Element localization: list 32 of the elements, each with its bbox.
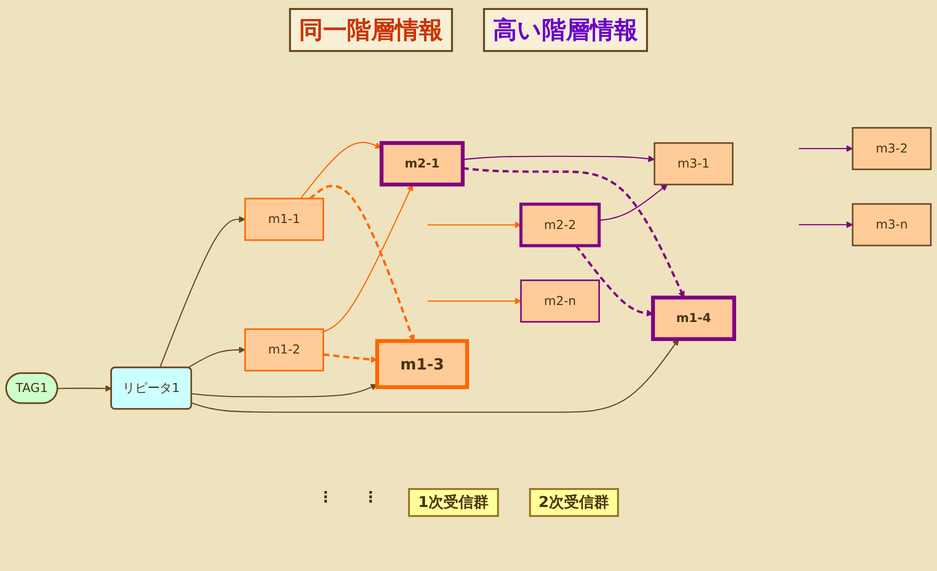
arrow	[159, 216, 246, 368]
ellipsis-mark: ⋮	[318, 488, 334, 508]
arrow	[428, 298, 522, 304]
arrow	[191, 338, 679, 413]
arrow	[462, 155, 655, 162]
group-label: 2次受信群	[528, 488, 619, 517]
node-box: m2-2	[519, 202, 601, 248]
arrow	[323, 184, 414, 332]
node-box: m1-2	[244, 328, 324, 372]
group-label: 1次受信群	[408, 488, 498, 517]
node-box: m3-1	[654, 142, 734, 186]
node-box: m2-n	[520, 280, 600, 323]
node-box: m1-4	[651, 296, 736, 342]
ellipsis-mark: ⋮	[363, 488, 378, 508]
arrow	[309, 184, 415, 342]
arrow	[798, 221, 853, 228]
heading: 高い階層情報	[483, 8, 648, 52]
arrow	[58, 385, 112, 392]
node-box: m1-3	[375, 339, 470, 390]
arrow	[462, 167, 685, 298]
arrow	[428, 222, 522, 228]
node-box: m2-1	[380, 141, 465, 186]
node-box: m1-1	[244, 198, 324, 241]
arrow	[300, 142, 382, 199]
arrow	[798, 145, 853, 152]
arrow	[188, 346, 246, 368]
node-box: m3-n	[852, 203, 932, 246]
arrow	[192, 384, 378, 398]
heading: 同一階層情報	[289, 8, 453, 52]
arrow	[323, 353, 378, 363]
arrow	[599, 184, 668, 221]
node-box: m3-2	[852, 127, 932, 170]
